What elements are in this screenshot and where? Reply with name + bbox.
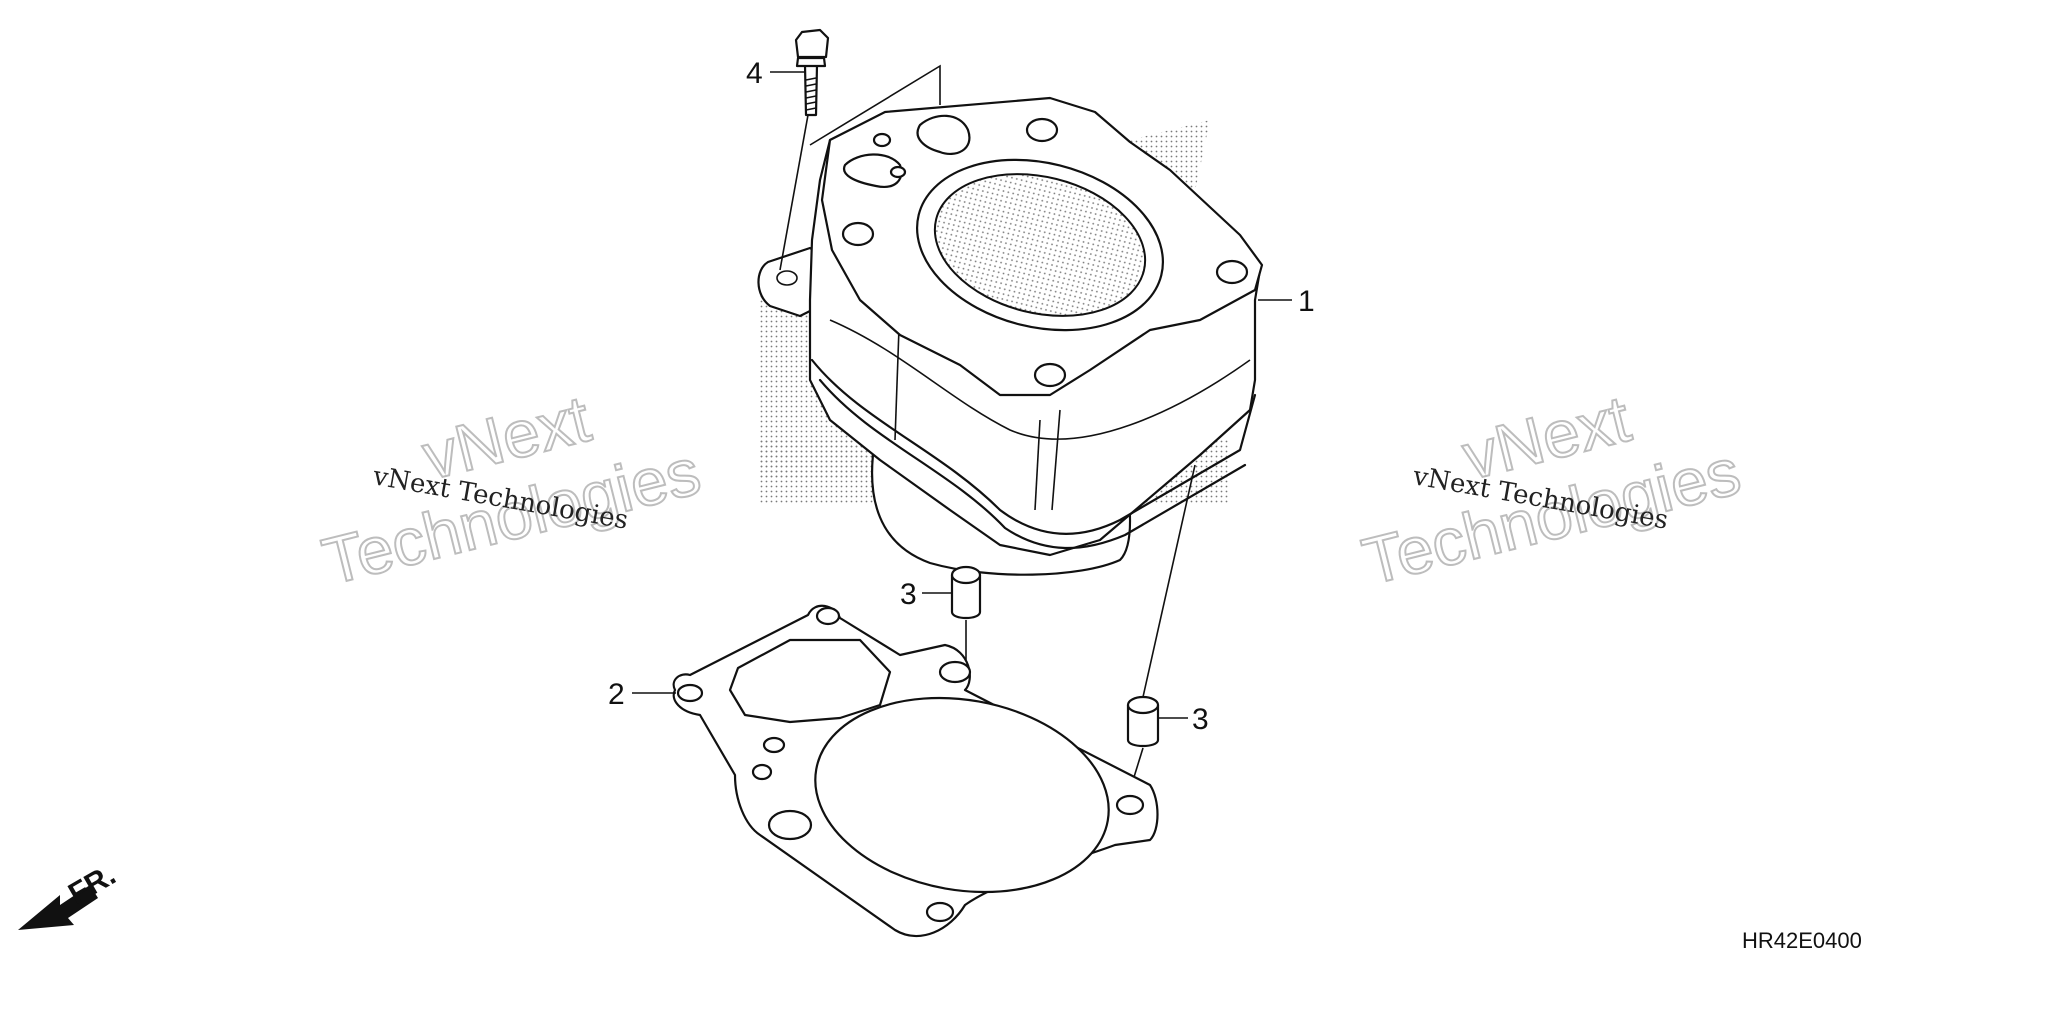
gasket-hole (762, 736, 786, 754)
callout-1: 1 (1258, 285, 1315, 318)
deck-hole (1033, 362, 1067, 388)
dowel-part-left (950, 565, 982, 660)
gasket-hole (1115, 794, 1145, 816)
callout-number: 3 (1192, 703, 1209, 736)
callout-number: 2 (608, 678, 625, 711)
watermark-right: vNext Technologies vNext Technologies (1354, 380, 1748, 600)
cylinder-fin-line (829, 319, 1251, 440)
deck-hole (841, 221, 875, 247)
gasket-hole (925, 901, 955, 923)
gasket-bore (814, 696, 1110, 894)
gasket-hole (676, 683, 704, 703)
gasket-hole (938, 660, 972, 684)
bolt-perspective-line (809, 64, 941, 146)
cylinder-fin-line (1034, 419, 1041, 511)
cylinder-base-flange (810, 358, 1257, 535)
callout-4: 4 (746, 57, 805, 90)
dowel-top (1126, 695, 1160, 715)
gasket-hole (767, 809, 813, 841)
side-boss-hole (776, 270, 798, 286)
watermark-left: vNext Technologies vNext Technologies (314, 380, 708, 600)
gasket-hole (815, 606, 841, 626)
deck-hole (1215, 259, 1249, 285)
cylinder-bore (933, 173, 1147, 317)
bolt-head (794, 28, 830, 59)
dowel-part-right (1126, 464, 1196, 791)
front-arrow-icon (18, 885, 98, 930)
deck-hole (1025, 117, 1059, 143)
bolt-part (779, 28, 941, 271)
dowel-body (950, 573, 982, 620)
callout-3-right: 3 (1158, 703, 1209, 736)
bolt-thread (805, 77, 817, 111)
dowel-guide-line (1142, 464, 1196, 698)
gasket-hole (751, 763, 773, 781)
callout-number: 3 (900, 578, 917, 611)
callout-2: 2 (608, 678, 676, 711)
gasket-oil-passage (728, 638, 892, 724)
bolt-guide-line (779, 114, 809, 271)
cylinder-fin-line (1051, 409, 1061, 511)
deck-small-hole (872, 132, 892, 148)
diagram-code: HR42E0400 (1742, 928, 1862, 953)
gasket-part (672, 604, 1159, 938)
cylinder-part (757, 96, 1264, 576)
callout-number: 1 (1298, 285, 1315, 318)
cylinder-base-flange-inner (818, 378, 1247, 550)
deck-oil-passage (916, 114, 971, 156)
deck-oil-passage (842, 153, 903, 188)
dowel-body (1126, 703, 1160, 748)
dowel-top (950, 565, 982, 585)
deck-small-hole (889, 165, 907, 179)
bolt-flange (795, 56, 827, 68)
front-direction-marker: FR. (18, 858, 121, 930)
callout-number: 4 (746, 57, 763, 90)
callout-3-left: 3 (900, 578, 952, 611)
